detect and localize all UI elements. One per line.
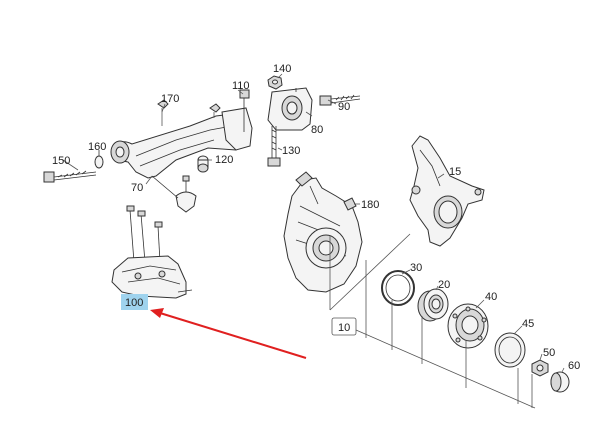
callout-15[interactable]: 15 [449,166,461,178]
callout-10[interactable]: 10 [338,322,350,334]
callout-100[interactable]: 100 [125,297,143,309]
callout-80[interactable]: 80 [311,124,323,136]
callout-45[interactable]: 45 [522,318,534,330]
callout-170[interactable]: 170 [161,93,179,105]
control-arm-70[interactable] [110,113,249,213]
snap-ring-30[interactable] [381,270,415,306]
callout-labels: 150 160 70 170 110 120 140 90 80 130 15 … [52,63,580,372]
subframe-100[interactable] [111,205,193,299]
red-arrow [150,308,307,359]
callout-130[interactable]: 130 [282,145,300,157]
group-10-bracket [329,233,536,409]
leader-lines [62,73,565,373]
bracket-assembly[interactable] [221,89,253,151]
bolt-90[interactable] [319,94,361,106]
wheel-hub-40[interactable] [447,303,489,349]
callout-160[interactable]: 160 [88,141,106,153]
nut-140[interactable] [267,75,283,90]
callout-50[interactable]: 50 [543,347,555,359]
bolt-130[interactable] [267,126,281,167]
callout-10-box[interactable]: 10 [331,317,357,336]
bushing-120[interactable] [197,155,209,173]
callout-30[interactable]: 30 [410,262,422,274]
callout-180[interactable]: 180 [361,199,379,211]
callout-100-highlight[interactable]: 100 [121,294,148,310]
dust-cap-45[interactable] [494,332,526,368]
callout-150[interactable]: 150 [52,155,70,167]
bolt-150[interactable] [43,170,97,183]
callout-90[interactable]: 90 [338,101,350,113]
steering-knuckle-15[interactable] [409,135,485,247]
wheel-bearing-20[interactable] [417,288,449,322]
callout-60[interactable]: 60 [568,360,580,372]
callout-70[interactable]: 70 [131,182,143,194]
nut-50[interactable] [531,359,549,377]
bolts-170[interactable] [157,99,221,126]
hub-carrier-180[interactable] [283,171,363,293]
cap-60[interactable] [550,371,570,393]
callout-20[interactable]: 20 [438,279,450,291]
callout-140[interactable]: 140 [273,63,291,75]
bushing-80[interactable] [267,87,313,131]
callout-120[interactable]: 120 [215,154,233,166]
callout-40[interactable]: 40 [485,291,497,303]
callout-110[interactable]: 110 [232,80,250,92]
